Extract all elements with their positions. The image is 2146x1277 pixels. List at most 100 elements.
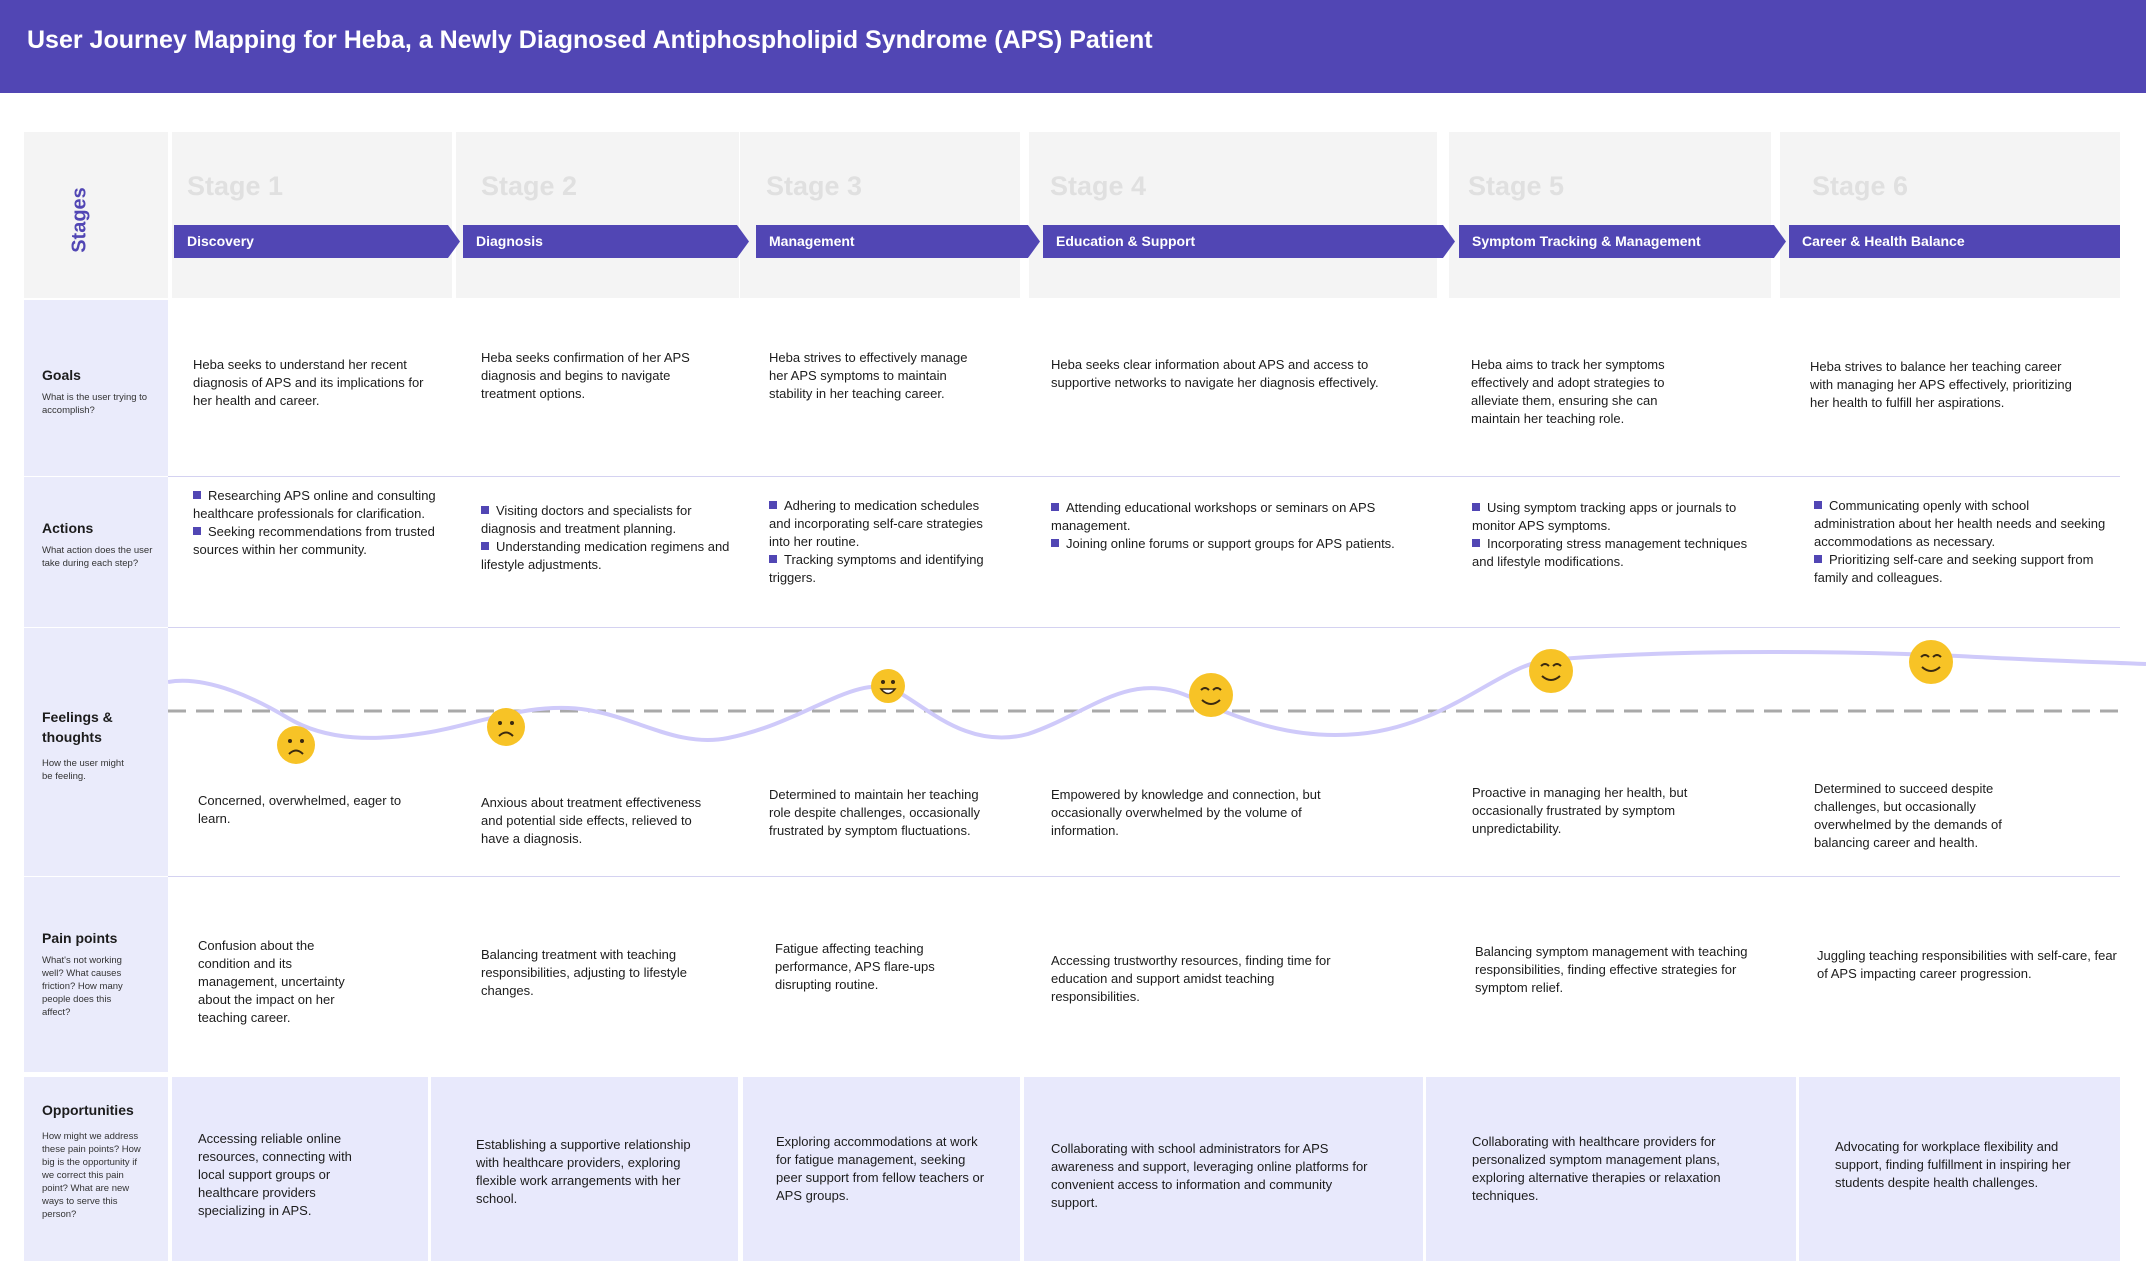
opportunities-label-cell bbox=[24, 1077, 168, 1261]
opportunity-cell-5 bbox=[1426, 1077, 1796, 1261]
feeling-stage-4: Empowered by knowledge and connection, b… bbox=[1051, 787, 1321, 838]
emotion-curve-chart bbox=[168, 640, 2146, 764]
row-label-opportunities: Opportunities How might we address these… bbox=[42, 1100, 160, 1221]
row-divider-goals-actions bbox=[168, 476, 2120, 477]
stage-1-number: Stage 1 bbox=[187, 171, 284, 201]
row-desc-goals: What is the user trying to accomplish? bbox=[42, 392, 148, 416]
action-item: Understanding medication regimens and li… bbox=[481, 538, 733, 574]
goal-stage-5: Heba aims to track her symptoms effectiv… bbox=[1471, 357, 1665, 426]
row-desc-pain: What's not working well? What causes fri… bbox=[42, 955, 123, 1018]
feeling-stage-3: Determined to maintain her teaching role… bbox=[769, 787, 981, 838]
action-text: Using symptom tracking apps or journals … bbox=[1472, 500, 1737, 533]
feeling-stage-6: Determined to succeed despite challenges… bbox=[1814, 781, 2002, 850]
bullet-square-icon bbox=[193, 491, 201, 499]
row-labels-separator-2 bbox=[24, 627, 168, 628]
pain-stage-3: Fatigue affecting teaching performance, … bbox=[775, 941, 935, 992]
pain-stage-5: Balancing symptom management with teachi… bbox=[1475, 944, 1748, 995]
stage-1-name: Discovery bbox=[187, 233, 254, 249]
row-title-feelings: Feelings & thoughts bbox=[42, 709, 113, 745]
opportunity-stage-6: Advocating for workplace flexibility and… bbox=[1835, 1139, 2071, 1190]
stage-3-header bbox=[740, 132, 1020, 298]
row-labels-column bbox=[24, 300, 168, 1072]
bullet-square-icon bbox=[193, 527, 201, 535]
row-title-actions: Actions bbox=[42, 520, 94, 536]
feeling-stage-1: Concerned, overwhelmed, eager to learn. bbox=[198, 793, 402, 826]
action-item: Incorporating stress management techniqu… bbox=[1472, 535, 1772, 571]
stage-6-name: Career & Health Balance bbox=[1802, 233, 1965, 249]
stage-3-name: Management bbox=[769, 233, 855, 249]
stage-4-chevron: Education & Support bbox=[1043, 225, 1455, 258]
row-label-goals: Goals What is the user trying to accompl… bbox=[42, 365, 160, 417]
action-text: Tracking symptoms and identifying trigge… bbox=[769, 552, 984, 585]
opportunity-cell-1 bbox=[172, 1077, 428, 1261]
pain-stage-1: Confusion about the condition and its ma… bbox=[198, 938, 345, 1025]
pain-stage-4: Accessing trustworthy resources, finding… bbox=[1051, 953, 1331, 1004]
bullet-square-icon bbox=[481, 542, 489, 550]
stage-3-number: Stage 3 bbox=[766, 171, 863, 201]
action-item: Seeking recommendations from trusted sou… bbox=[193, 523, 443, 559]
bullet-square-icon bbox=[1472, 539, 1480, 547]
bullet-square-icon bbox=[481, 506, 489, 514]
opportunity-stage-3: Exploring accommodations at work for fat… bbox=[776, 1134, 985, 1203]
goal-stage-4: Heba seeks clear information about APS a… bbox=[1051, 357, 1379, 390]
action-text: Understanding medication regimens and li… bbox=[481, 539, 730, 572]
actions-stage-3: Adhering to medication schedules and inc… bbox=[769, 497, 991, 587]
stage-6-chevron: Career & Health Balance bbox=[1789, 225, 2120, 258]
row-divider-feelings-pain bbox=[168, 876, 2120, 877]
actions-stage-5: Using symptom tracking apps or journals … bbox=[1472, 499, 1772, 571]
action-item: Attending educational workshops or semin… bbox=[1051, 499, 1411, 535]
stage-5-number: Stage 5 bbox=[1468, 171, 1565, 201]
row-label-actions: Actions What action does the user take d… bbox=[42, 518, 160, 570]
action-text: Joining online forums or support groups … bbox=[1066, 536, 1395, 551]
stage-4-name: Education & Support bbox=[1056, 233, 1196, 249]
actions-stage-6: Communicating openly with school adminis… bbox=[1814, 497, 2106, 587]
row-desc-actions: What action does the user take during ea… bbox=[42, 545, 153, 569]
action-text: Incorporating stress management techniqu… bbox=[1472, 536, 1748, 569]
bullet-square-icon bbox=[1814, 555, 1822, 563]
row-labels-separator-1 bbox=[24, 476, 168, 477]
stage-1-chevron: Discovery bbox=[174, 225, 460, 258]
bullet-square-icon bbox=[1051, 539, 1059, 547]
goal-stage-3: Heba strives to effectively manage her A… bbox=[769, 350, 968, 401]
page-title: User Journey Mapping for Heba, a Newly D… bbox=[27, 26, 1153, 54]
action-text: Researching APS online and consulting he… bbox=[193, 488, 436, 521]
action-item: Researching APS online and consulting he… bbox=[193, 487, 443, 523]
stage-5-chevron: Symptom Tracking & Management bbox=[1459, 225, 1786, 258]
action-item: Prioritizing self-care and seeking suppo… bbox=[1814, 551, 2106, 587]
opportunity-cell-3 bbox=[743, 1077, 1020, 1261]
opportunity-cell-6 bbox=[1799, 1077, 2120, 1261]
action-text: Adhering to medication schedules and inc… bbox=[769, 498, 983, 549]
pain-stage-6: Juggling teaching responsibilities with … bbox=[1817, 948, 2117, 981]
actions-stage-1: Researching APS online and consulting he… bbox=[193, 487, 443, 559]
stage-5-header bbox=[1449, 132, 1771, 298]
stage-2-number: Stage 2 bbox=[481, 171, 578, 201]
emoji-smile-icon bbox=[1909, 640, 1953, 684]
goal-stage-2: Heba seeks confirmation of her APS diagn… bbox=[481, 350, 690, 401]
emoji-smile-icon bbox=[1189, 673, 1233, 717]
action-text: Attending educational workshops or semin… bbox=[1051, 500, 1376, 533]
action-item: Tracking symptoms and identifying trigge… bbox=[769, 551, 991, 587]
bullet-square-icon bbox=[1051, 503, 1059, 511]
feeling-stage-5: Proactive in managing her health, but oc… bbox=[1472, 785, 1688, 836]
action-text: Communicating openly with school adminis… bbox=[1814, 498, 2106, 549]
emoji-grin-icon bbox=[871, 669, 905, 703]
action-text: Visiting doctors and specialists for dia… bbox=[481, 503, 692, 536]
stage-2-name: Diagnosis bbox=[476, 233, 543, 249]
stage-4-header bbox=[1029, 132, 1437, 298]
actions-stage-2: Visiting doctors and specialists for dia… bbox=[481, 502, 733, 574]
row-title-pain: Pain points bbox=[42, 930, 118, 946]
emoji-sad-icon bbox=[487, 708, 525, 746]
stage-6-number: Stage 6 bbox=[1812, 171, 1909, 201]
stage-4-number: Stage 4 bbox=[1050, 171, 1147, 201]
opportunity-stage-5: Collaborating with healthcare providers … bbox=[1472, 1134, 1721, 1203]
action-text: Seeking recommendations from trusted sou… bbox=[193, 524, 435, 557]
stage-3-chevron: Management bbox=[756, 225, 1040, 258]
feeling-stage-2: Anxious about treatment effectiveness an… bbox=[481, 795, 702, 846]
action-item: Adhering to medication schedules and inc… bbox=[769, 497, 991, 551]
emoji-sad-icon bbox=[277, 726, 315, 764]
opportunity-cell-2 bbox=[431, 1077, 738, 1261]
row-labels-separator-3 bbox=[24, 876, 168, 877]
action-text: Prioritizing self-care and seeking suppo… bbox=[1814, 552, 2094, 585]
stage-5-name: Symptom Tracking & Management bbox=[1472, 233, 1701, 249]
opportunity-cell-4 bbox=[1024, 1077, 1423, 1261]
